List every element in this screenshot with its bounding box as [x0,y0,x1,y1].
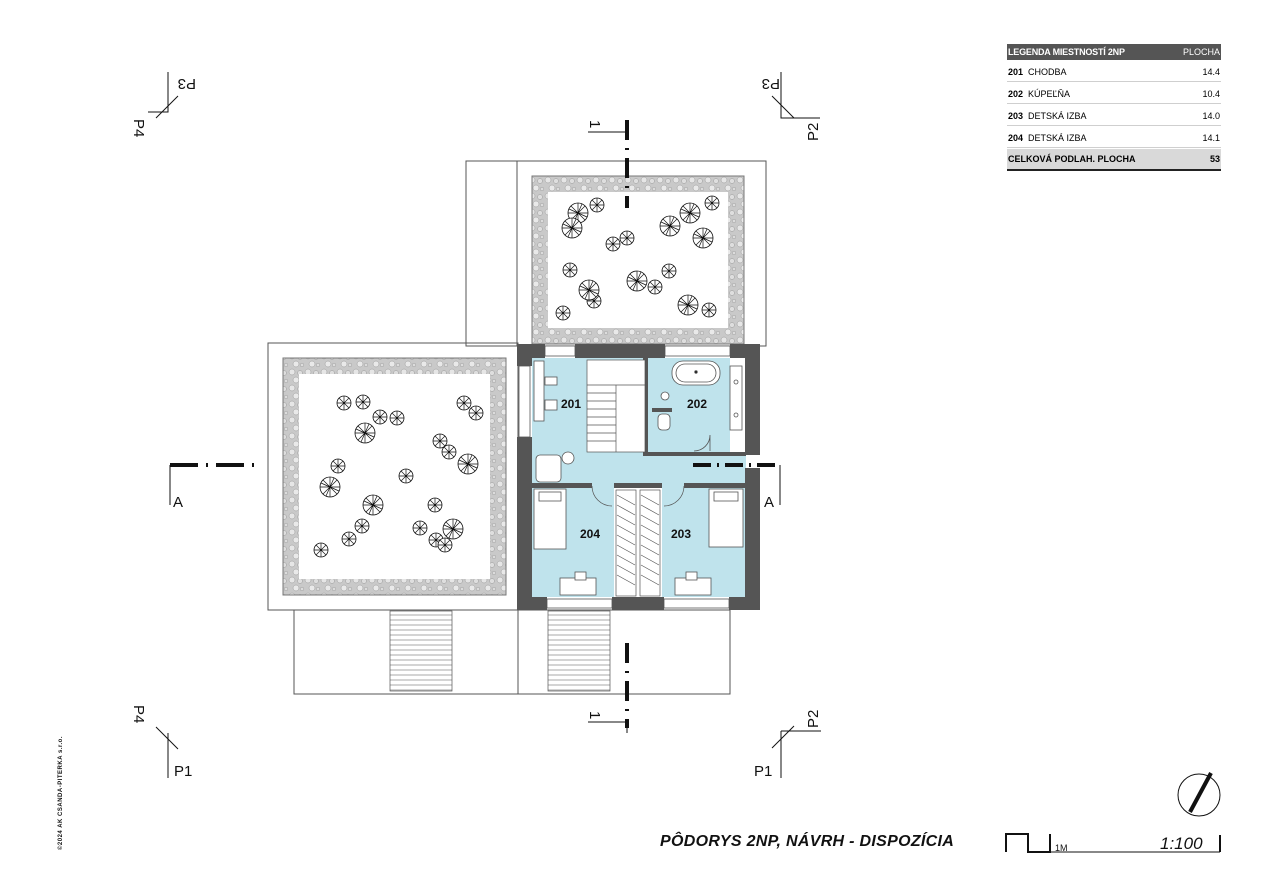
legend-room-no: 201 [1008,67,1024,77]
exterior-stairs [389,610,611,692]
shelf [533,360,575,483]
elevation-p2-top: P2 [805,123,822,141]
legend-total-row: CELKOVÁ PODLAH. PLOCHA 53 [1007,149,1221,171]
elevation-p2-bottom: P2 [805,710,822,728]
bathroom-fixtures [657,360,743,452]
copyright-note: ©2024 AK CSANDA-PITERKA s.r.o. [58,736,64,850]
legend-total-label: CELKOVÁ PODLAH. PLOCHA [1008,154,1136,164]
section-line-a: A A [169,463,781,511]
lower-terrace-outline [293,609,731,695]
elevation-p4-top: P4 [130,119,147,137]
room-label-203: 203 [671,527,691,541]
north-arrow-icon [1177,772,1221,817]
section-a-label-right: A [764,494,774,511]
legend-row: 201 CHODBA 14.4 [1007,60,1221,82]
legend-room-name: KÚPEĽŇA [1028,89,1071,99]
elevation-markers [148,72,821,778]
section-line-1: 1 1 [586,120,629,733]
elevation-p4-bottom: P4 [130,705,147,723]
legend-room-no: 202 [1008,89,1024,99]
legend-room-area: 14.4 [1202,67,1220,77]
elevation-p1-right: P1 [754,763,772,780]
section-1-label-top: 1 [586,120,603,128]
desk [559,571,712,596]
room-legend-table: LEGENDA MIESTNOSTÍ 2NP PLOCHA 201 CHODBA 1… [1007,44,1221,171]
legend-total-value: 53 [1209,154,1220,164]
room-label-201: 201 [561,397,581,411]
legend-row: 202 KÚPEĽŇA 10.4 [1007,82,1221,104]
legend-room-name: DETSKÁ IZBA [1028,133,1087,143]
scale-unit: 1M [1055,843,1068,853]
legend-room-area: 10.4 [1202,89,1220,99]
section-a-label-left: A [173,494,183,511]
legend-room-area: 14.1 [1202,133,1220,143]
drawing-title: PÔDORYS 2NP, NÁVRH - DISPOZÍCIA [660,833,955,850]
legend-room-no: 204 [1008,133,1024,143]
scale-ratio: 1:100 [1160,834,1203,853]
room-label-204: 204 [580,527,600,541]
legend-header-name: LEGENDA MIESTNOSTÍ 2NP [1008,47,1125,57]
section-1-label-bottom: 1 [586,711,603,719]
staircase [586,359,646,453]
legend-row: 203 DETSKÁ IZBA 14.0 [1007,104,1221,126]
legend-header: LEGENDA MIESTNOSTÍ 2NP PLOCHA [1007,44,1221,60]
legend-room-area: 14.0 [1202,111,1220,121]
legend-header-area: PLOCHA [1182,47,1220,57]
elevation-p1-left: P1 [174,763,192,780]
legend-room-name: DETSKÁ IZBA [1028,111,1087,121]
elevation-p3-left: P3 [178,75,196,92]
legend-room-name: CHODBA [1028,67,1067,77]
elevation-p3-right: P3 [762,75,780,92]
legend-room-no: 203 [1008,111,1024,121]
wardrobe [615,489,661,597]
legend-row: 204 DETSKÁ IZBA 14.1 [1007,126,1221,148]
walls [517,344,760,610]
door-swing [591,485,685,507]
bed [533,488,744,550]
room-label-202: 202 [687,397,707,411]
scale-bar-icon [1005,833,1221,853]
